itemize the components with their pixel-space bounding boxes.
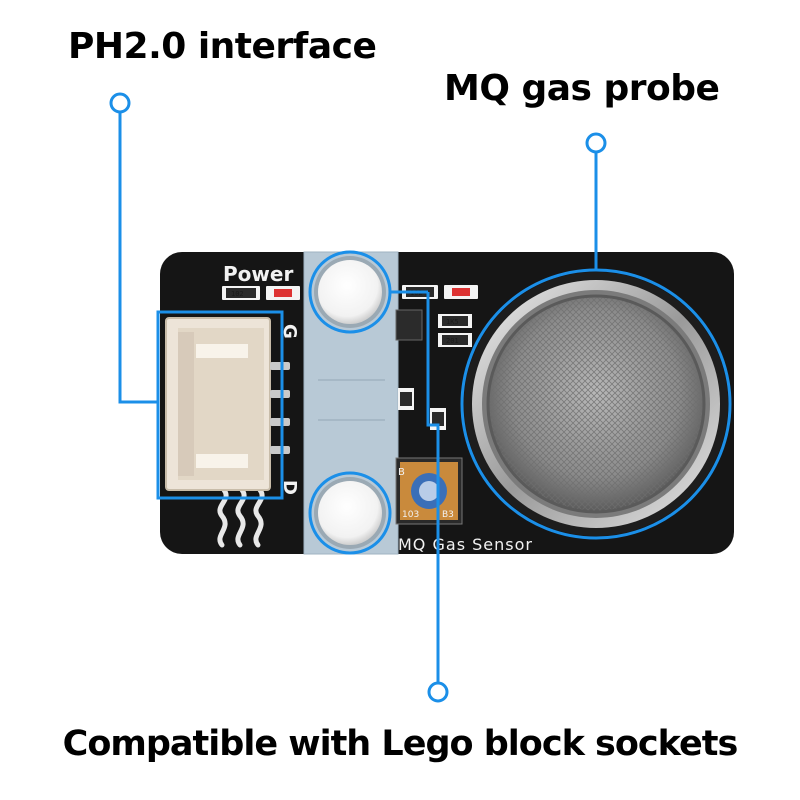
mq-gas-probe: [464, 272, 728, 536]
svg-text:1K5: 1K5: [446, 318, 459, 326]
ph2-connector: [165, 317, 290, 491]
transistor-chip: [395, 309, 423, 341]
svg-text:103: 103: [402, 510, 419, 520]
svg-text:B: B: [398, 467, 405, 478]
pin-d-label: D: [279, 480, 300, 495]
interface-callout-pointer: [109, 92, 284, 500]
svg-text:201: 201: [446, 337, 459, 345]
sockets-callout-pointer: [308, 250, 449, 703]
probe-callout-pointer: [460, 132, 732, 540]
interface-callout-label: PH2.0 interface: [68, 26, 377, 67]
power-resistor-code: 102: [231, 290, 244, 298]
svg-text:B3: B3: [442, 510, 454, 520]
probe-callout-label: MQ gas probe: [444, 68, 720, 109]
sensor-silkscreen-label: MQ Gas Sensor: [398, 535, 533, 554]
sockets-callout-label: Compatible with Lego block sockets: [62, 724, 739, 764]
power-silkscreen-label: Power: [223, 262, 293, 286]
pin-g-label: G: [279, 324, 300, 339]
